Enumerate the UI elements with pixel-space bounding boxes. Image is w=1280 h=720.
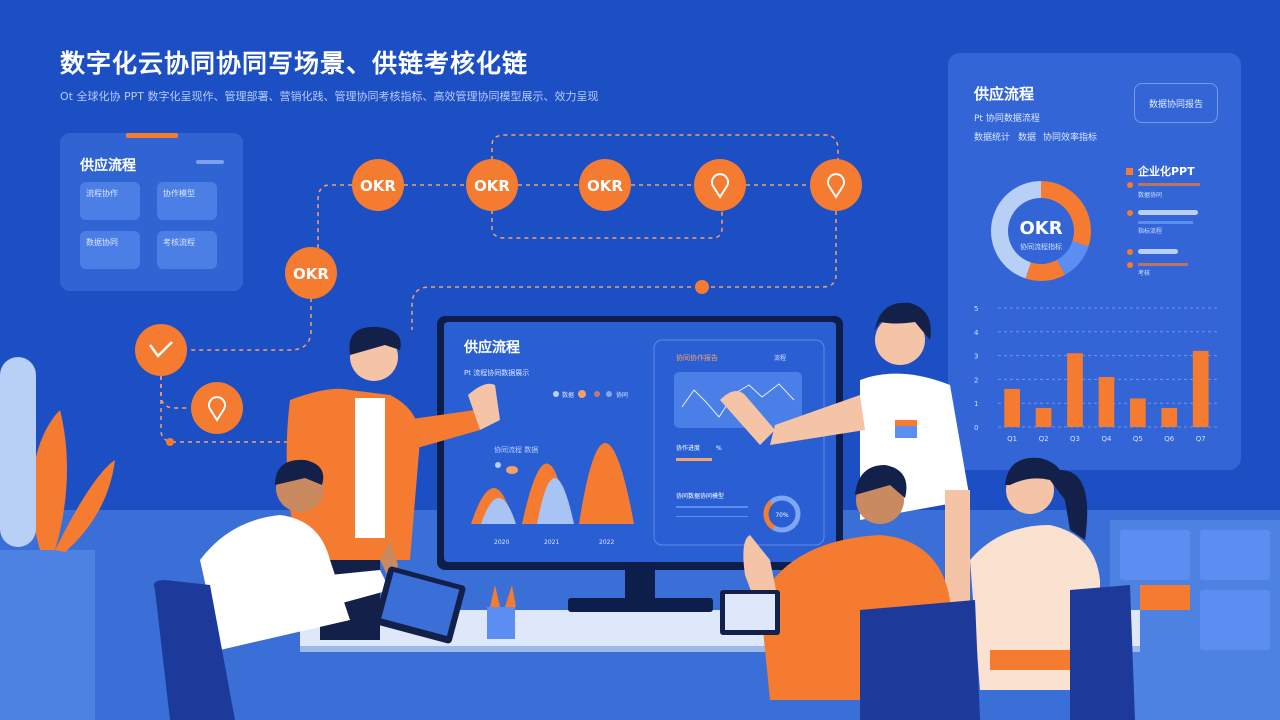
mountain-label: 2021 xyxy=(544,539,559,546)
info-card[interactable]: 流程协作 xyxy=(80,182,140,220)
monitor: 供应流程 Pt 流程协同数据展示 数据 协同 协同流程 数据 2020 2021… xyxy=(437,316,843,570)
gauge-value: 70% xyxy=(775,512,789,519)
donut-segment xyxy=(991,181,1041,279)
metric-bar xyxy=(676,458,712,461)
legend-item: 考核 xyxy=(1138,269,1150,277)
screen-subtitle: Pt 流程协同数据展示 xyxy=(464,368,529,377)
svg-text:OKR: OKR xyxy=(293,265,329,283)
x-tick-label: Q4 xyxy=(1101,435,1112,443)
presenter-left xyxy=(286,326,500,640)
donut-segment xyxy=(1041,181,1091,247)
pin-icon[interactable] xyxy=(191,382,243,434)
flow-dot xyxy=(695,280,709,294)
donut-segment xyxy=(1025,259,1066,281)
flow-node[interactable]: OKR xyxy=(466,159,518,211)
card-right-label: 流程 xyxy=(774,354,786,362)
bar xyxy=(1192,350,1209,427)
y-tick-label: 4 xyxy=(974,329,979,337)
chart-annotation: 协同流程 数据 xyxy=(494,445,538,454)
flow-dot xyxy=(166,438,174,446)
chair xyxy=(1070,585,1135,720)
bar xyxy=(1161,407,1178,427)
bar xyxy=(1067,353,1083,427)
pin-icon[interactable] xyxy=(694,159,746,211)
donut-center-label: OKR xyxy=(1019,218,1062,239)
panel-menu-indicator xyxy=(196,160,224,164)
x-tick-label: Q2 xyxy=(1039,435,1049,443)
gauge: 70% xyxy=(763,495,801,533)
page-title: 数字化云协同协同写场景、供链考核化链 xyxy=(60,49,529,78)
y-tick-label: 3 xyxy=(974,353,978,361)
metric-value: % xyxy=(716,445,722,452)
card-title: 协同协作报告 xyxy=(676,353,718,362)
bar xyxy=(1098,377,1115,427)
panel-title: 供应流程 xyxy=(974,85,1035,103)
report-button[interactable]: 数据协同报告 xyxy=(1134,83,1218,123)
y-tick-label: 2 xyxy=(974,376,978,384)
mountain-label: 2022 xyxy=(599,539,614,546)
chair xyxy=(860,600,980,720)
seated-person-left xyxy=(200,459,466,650)
legend-item: 数据协同 xyxy=(1138,191,1162,199)
donut-chart xyxy=(991,181,1091,281)
left-process-panel: 供应流程 流程协作 协作模型 数据协同 考核流程 xyxy=(60,133,243,291)
legend-item: 指标流程 xyxy=(1138,227,1162,235)
svg-text:OKR: OKR xyxy=(474,177,510,195)
right-dashboard-panel: 供应流程 数据协同报告 Pt 协同数据流程 数据统计 数据 协同效率指标 OKR… xyxy=(948,53,1241,470)
x-tick-label: Q3 xyxy=(1070,435,1080,443)
bottom-label: 协同数据协同模型 xyxy=(676,492,724,500)
bar xyxy=(1004,388,1020,427)
legend-marker xyxy=(1126,168,1133,175)
flow-node[interactable]: OKR xyxy=(285,247,337,299)
x-tick-label: Q7 xyxy=(1196,435,1206,443)
meta-label: 数据 xyxy=(1018,133,1037,143)
legend-item: 数据 xyxy=(562,391,574,399)
meta-label: 数据统计 xyxy=(974,133,1011,143)
metric-label: 协作进度 xyxy=(676,444,700,452)
check-icon[interactable] xyxy=(135,324,187,376)
x-tick-label: Q5 xyxy=(1133,435,1143,443)
svg-text:OKR: OKR xyxy=(360,177,396,195)
screen-title: 供应流程 xyxy=(463,339,520,356)
info-card[interactable]: 数据协同 xyxy=(80,231,140,269)
y-tick-label: 5 xyxy=(974,305,978,313)
panel-subtitle: Pt 协同数据流程 xyxy=(974,114,1040,124)
y-tick-label: 1 xyxy=(974,400,978,408)
mountain-mark xyxy=(579,443,634,524)
pencil-cup xyxy=(487,607,515,639)
meta-label: 协同效率指标 xyxy=(1043,133,1098,143)
svg-text:OKR: OKR xyxy=(587,177,623,195)
flow-node[interactable]: OKR xyxy=(352,159,404,211)
page-subtitle: Ot 全球化协 PPT 数字化呈现作、管理部署、营销化践、管理协同考核指标、高效… xyxy=(60,90,599,103)
info-card[interactable]: 考核流程 xyxy=(157,231,217,269)
seated-person-right xyxy=(970,457,1100,690)
legend-title: 企业化PPT xyxy=(1137,164,1195,178)
chair xyxy=(153,580,235,720)
y-tick-label: 0 xyxy=(974,424,978,432)
legend-item: 协同 xyxy=(616,391,628,399)
mountain-label: 2020 xyxy=(494,539,509,546)
bar xyxy=(1035,407,1052,427)
flow-node[interactable]: OKR xyxy=(579,159,631,211)
info-card[interactable]: 协作模型 xyxy=(157,182,217,220)
bar-chart: 0 1 2 3 4 5Q1 Q2 Q3 Q4 Q5 Q6 Q7 xyxy=(974,305,1218,443)
x-tick-label: Q6 xyxy=(1164,435,1175,443)
pin-icon[interactable] xyxy=(810,159,862,211)
analytics-card xyxy=(653,339,825,546)
donut-segment xyxy=(1056,241,1089,275)
donut-caption: 协同流程指标 xyxy=(1020,242,1062,251)
accent-bar xyxy=(126,133,178,138)
x-tick-label: Q1 xyxy=(1007,435,1017,443)
bar xyxy=(1130,398,1146,427)
panel-title: 供应流程 xyxy=(80,158,136,174)
